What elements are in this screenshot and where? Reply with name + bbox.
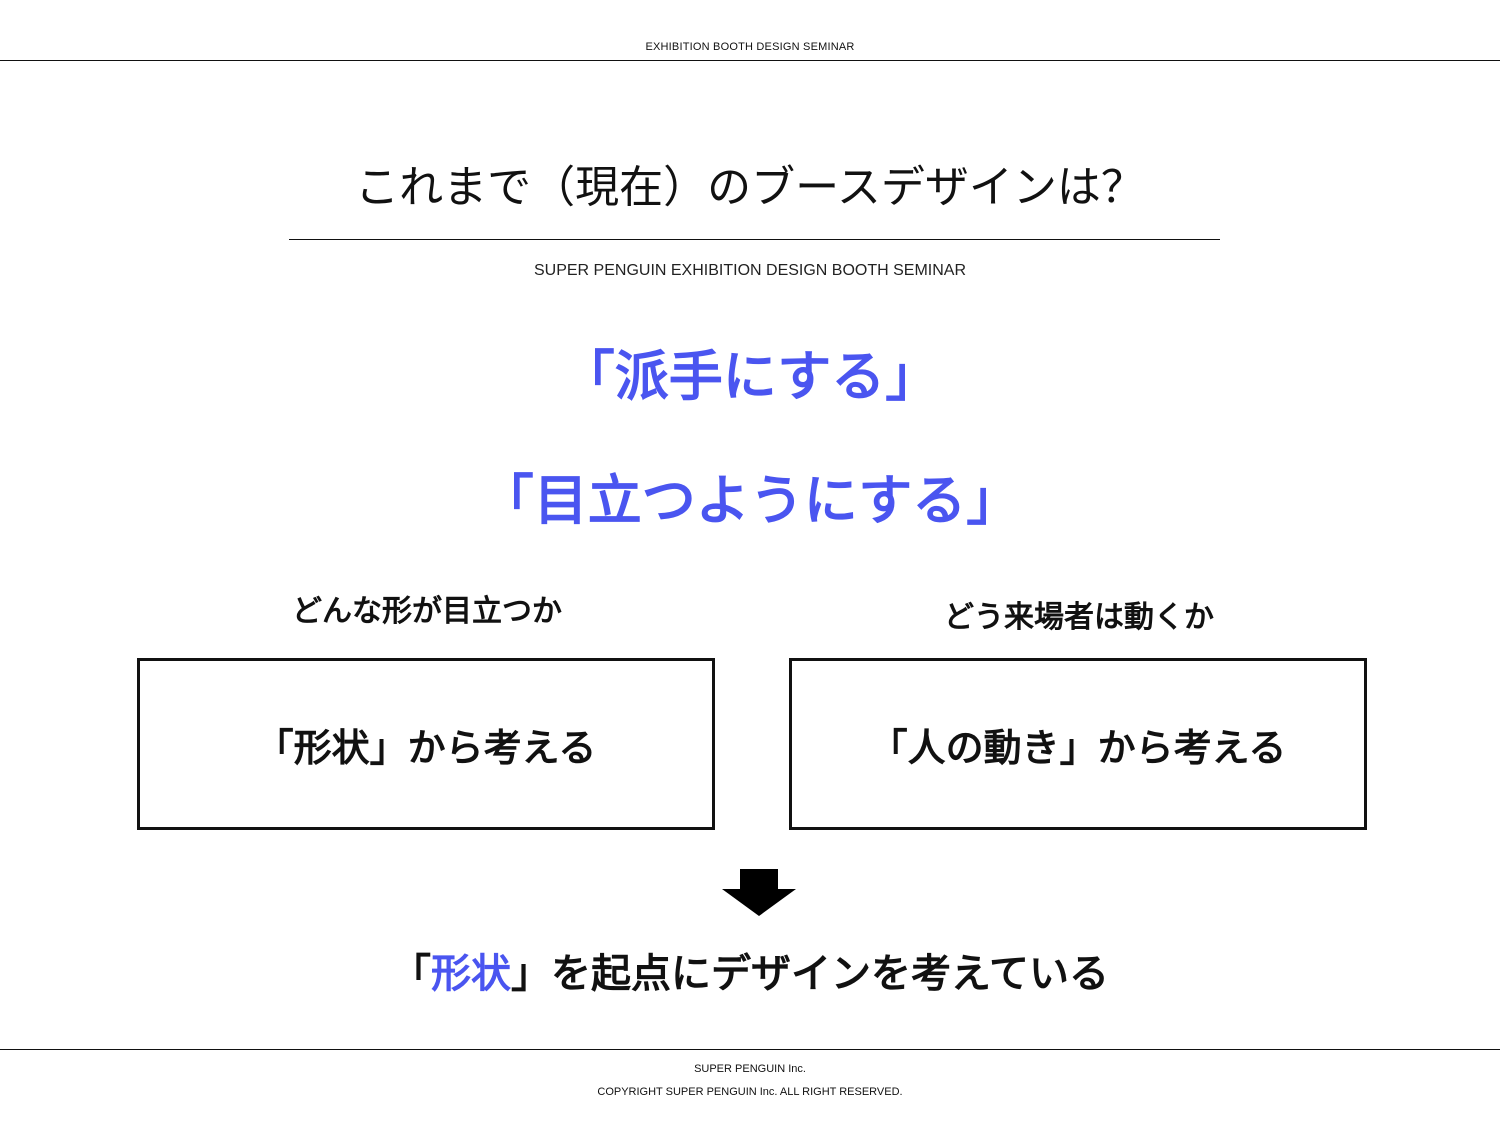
header-divider	[0, 60, 1500, 61]
arrow-down-icon	[722, 869, 796, 916]
shape-approach-label: 「形状」から考える	[255, 725, 597, 770]
title-underline	[289, 239, 1220, 240]
header-title: EXHIBITION BOOTH DESIGN SEMINAR	[645, 41, 855, 53]
conclusion-statement: 「形状」を起点にデザインを考えている	[0, 946, 1500, 1002]
footer-divider	[0, 1049, 1500, 1050]
movement-approach-label: 「人の動き」から考える	[869, 725, 1287, 770]
slide-subtitle: SUPER PENGUIN EXHIBITION DESIGN BOOTH SE…	[533, 262, 967, 279]
conclusion-open-bracket: 「	[391, 951, 431, 997]
right-column-heading: どう来場者は動くか	[944, 600, 1214, 635]
highlight-flashy: 「派手にする」	[560, 345, 940, 408]
footer-company: SUPER PENGUIN Inc.	[694, 1063, 806, 1075]
left-column-heading: どんな形が目立つか	[292, 594, 562, 629]
shape-approach-box: 「形状」から考える	[137, 658, 715, 830]
conclusion-emphasis: 形状	[431, 951, 511, 997]
footer-copyright: COPYRIGHT SUPER PENGUIN Inc. ALL RIGHT R…	[597, 1086, 903, 1098]
highlight-stand-out: 「目立つようにする」	[479, 469, 1021, 532]
movement-approach-box: 「人の動き」から考える	[789, 658, 1367, 830]
conclusion-rest: 」を起点にデザインを考えている	[511, 951, 1109, 997]
slide-title: これまで（現在）のブースデザインは？	[355, 162, 1145, 213]
